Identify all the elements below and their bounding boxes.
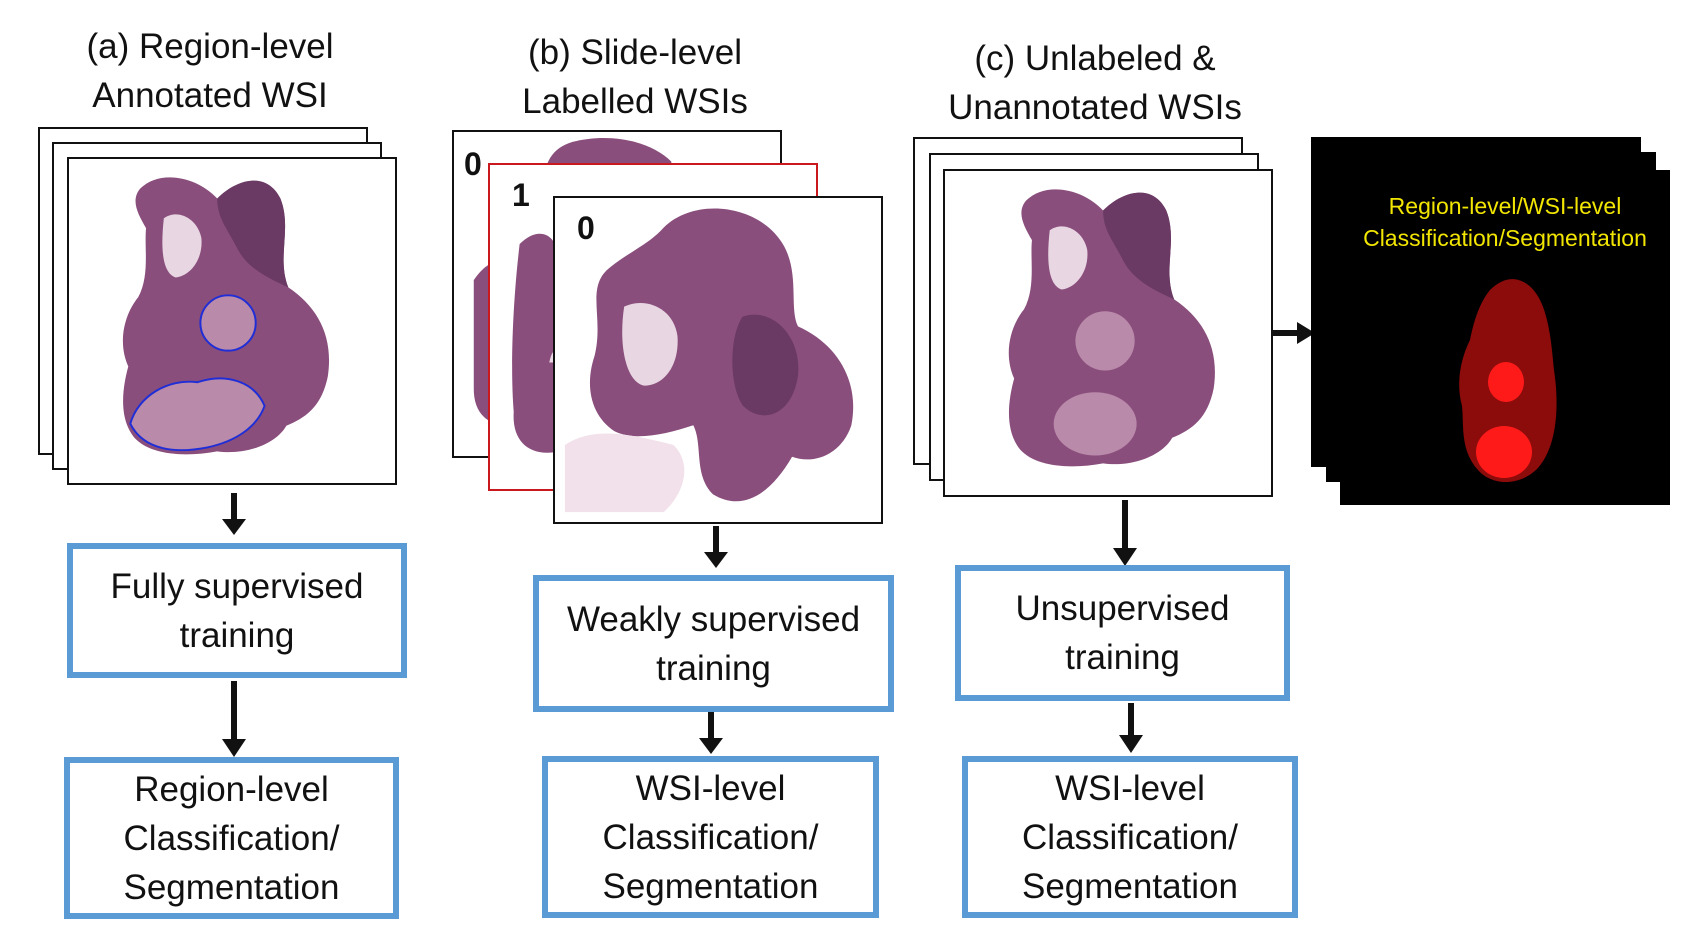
panel-b-output-line-3: Segmentation bbox=[602, 866, 819, 906]
tissue-fatty-region bbox=[1048, 226, 1088, 290]
panel-a-training-box: Fully supervised training bbox=[67, 543, 407, 678]
panel-b-output-box: WSI-level Classification/ Segmentation bbox=[542, 756, 879, 918]
annotation-contour-1 bbox=[199, 294, 257, 352]
tissue-dark-region bbox=[732, 314, 799, 416]
panel-c-arrow-2 bbox=[1119, 703, 1143, 753]
panel-b-slide-front-label: 0 bbox=[577, 210, 595, 246]
tissue-dark-region bbox=[217, 180, 289, 288]
panel-b-arrow-1 bbox=[704, 526, 728, 568]
panel-c-output-line-3: Segmentation bbox=[1022, 866, 1238, 906]
panel-b-slide-back-label: 0 bbox=[464, 146, 482, 182]
panel-c-training-line-1: Unsupervised bbox=[1015, 589, 1230, 628]
tissue-dark-region bbox=[1103, 192, 1175, 300]
panel-c-output-box: WSI-level Classification/ Segmentation bbox=[962, 756, 1298, 918]
panel-b-slide-middle-label: 1 bbox=[512, 177, 530, 213]
panel-c-arrow-1 bbox=[1113, 500, 1137, 566]
tissue-region bbox=[589, 208, 854, 502]
panel-c-output-line-2: Classification/ bbox=[1022, 817, 1238, 857]
panel-a-arrow-2 bbox=[222, 681, 246, 757]
panel-b-output-line-1: WSI-level bbox=[635, 768, 786, 808]
tissue-fatty-region bbox=[162, 214, 202, 278]
panel-a-output-box: Region-level Classification/ Segmentatio… bbox=[64, 757, 399, 919]
panel-c-slide-front bbox=[943, 169, 1273, 497]
panel-b-arrow-2 bbox=[699, 712, 723, 754]
result-map-caption-line-2: Classification/Segmentation bbox=[1363, 225, 1647, 251]
panel-a-wsi-image bbox=[122, 177, 330, 455]
panel-a-arrow-1 bbox=[222, 493, 246, 535]
panel-c-training-box: Unsupervised training bbox=[955, 565, 1290, 701]
panel-b-training-box: Weakly supervised training bbox=[533, 575, 894, 712]
panel-c-wsi-image bbox=[1008, 189, 1215, 467]
panel-a-title: (a) Region-level Annotated WSI bbox=[40, 22, 380, 120]
panel-b-slide-front: 0 bbox=[553, 196, 883, 524]
panel-a-title-line-1: (a) Region-level bbox=[86, 27, 334, 66]
tumor-region-1 bbox=[1075, 311, 1135, 371]
tissue-fatty-region bbox=[622, 302, 678, 386]
panel-b-title: (b) Slide-level Labelled WSIs bbox=[470, 28, 800, 126]
panel-c-title-line-1: (c) Unlabeled & bbox=[974, 39, 1216, 78]
tumor-prediction-1 bbox=[1488, 362, 1524, 402]
panel-b-title-line-2: Labelled WSIs bbox=[522, 82, 748, 121]
tumor-region-2 bbox=[1053, 392, 1137, 456]
panel-a-output-line-3: Segmentation bbox=[123, 867, 340, 907]
panel-b-training-line-2: training bbox=[656, 648, 771, 688]
panel-c-title-line-2: Unannotated WSIs bbox=[948, 88, 1242, 127]
result-arrow bbox=[1273, 322, 1315, 344]
result-map-caption-line-1: Region-level/WSI-level bbox=[1388, 193, 1622, 219]
panel-a-training-line-1: Fully supervised bbox=[110, 566, 364, 606]
result-map-caption: Region-level/WSI-level Classification/Se… bbox=[1340, 190, 1670, 254]
panel-b-title-line-1: (b) Slide-level bbox=[528, 33, 742, 72]
result-segmentation-map bbox=[1459, 279, 1557, 483]
panel-c-output-line-1: WSI-level bbox=[1055, 768, 1205, 808]
panel-b-front-wsi bbox=[564, 208, 854, 513]
tumor-prediction-2 bbox=[1476, 426, 1532, 478]
panel-a-training-line-2: training bbox=[179, 615, 295, 655]
tissue-pale-region bbox=[564, 433, 685, 513]
result-map-front: Region-level/WSI-level Classification/Se… bbox=[1340, 170, 1670, 505]
panel-b-output-line-2: Classification/ bbox=[602, 817, 819, 857]
panel-b-training-line-1: Weakly supervised bbox=[566, 599, 861, 639]
panel-c-training-line-2: training bbox=[1065, 638, 1180, 677]
panel-a-title-line-2: Annotated WSI bbox=[92, 76, 328, 115]
panel-c-title: (c) Unlabeled & Unannotated WSIs bbox=[925, 34, 1265, 132]
panel-a-output-line-2: Classification/ bbox=[123, 818, 340, 858]
panel-a-output-line-1: Region-level bbox=[134, 769, 329, 809]
annotation-contour-2 bbox=[129, 377, 266, 452]
panel-a-slide-front bbox=[67, 157, 397, 485]
